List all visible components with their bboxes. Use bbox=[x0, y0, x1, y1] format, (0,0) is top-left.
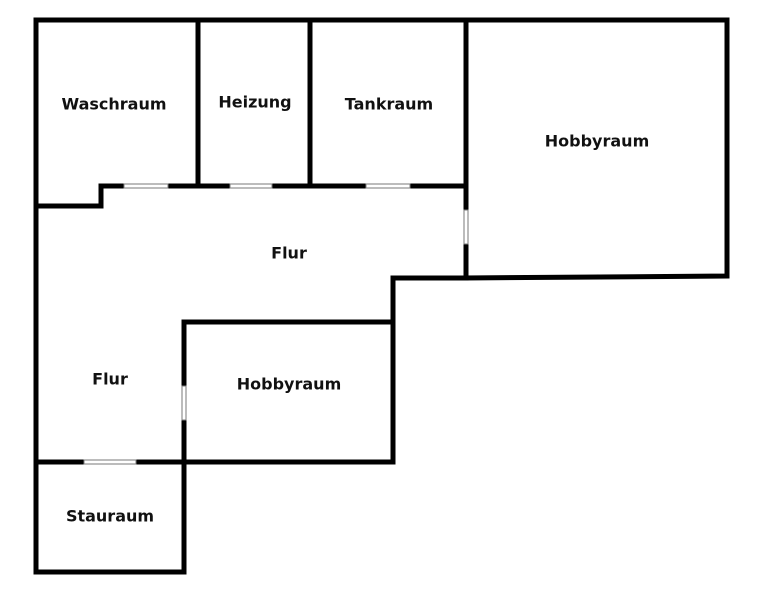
door-stauraum[interactable] bbox=[83, 459, 137, 465]
door-waschraum[interactable] bbox=[123, 183, 169, 189]
room-label-tankraum: Tankraum bbox=[345, 95, 433, 114]
room-label-flur-lower: Flur bbox=[92, 370, 128, 389]
room-label-stauraum: Stauraum bbox=[66, 507, 154, 526]
room-label-flur-upper: Flur bbox=[271, 244, 307, 263]
upper-rooms-bottom-wall bbox=[33, 183, 469, 209]
room-label-heizung: Heizung bbox=[218, 93, 291, 112]
room-label-hobbyraum-small: Hobbyraum bbox=[237, 375, 341, 394]
door-hobbyraum-small[interactable] bbox=[181, 385, 187, 421]
room-label-waschraum: Waschraum bbox=[61, 95, 166, 114]
door-heizung[interactable] bbox=[229, 183, 273, 189]
doors bbox=[83, 183, 469, 465]
door-tankraum[interactable] bbox=[365, 183, 411, 189]
outer-wall-upper-left bbox=[33, 17, 469, 281]
hobbyraum-large-wall bbox=[463, 17, 730, 281]
room-label-hobbyraum-large: Hobbyraum bbox=[545, 132, 649, 151]
door-hobbyraum-large[interactable] bbox=[463, 209, 469, 245]
room-labels: Waschraum Heizung Tankraum Hobbyraum Flu… bbox=[61, 93, 649, 526]
